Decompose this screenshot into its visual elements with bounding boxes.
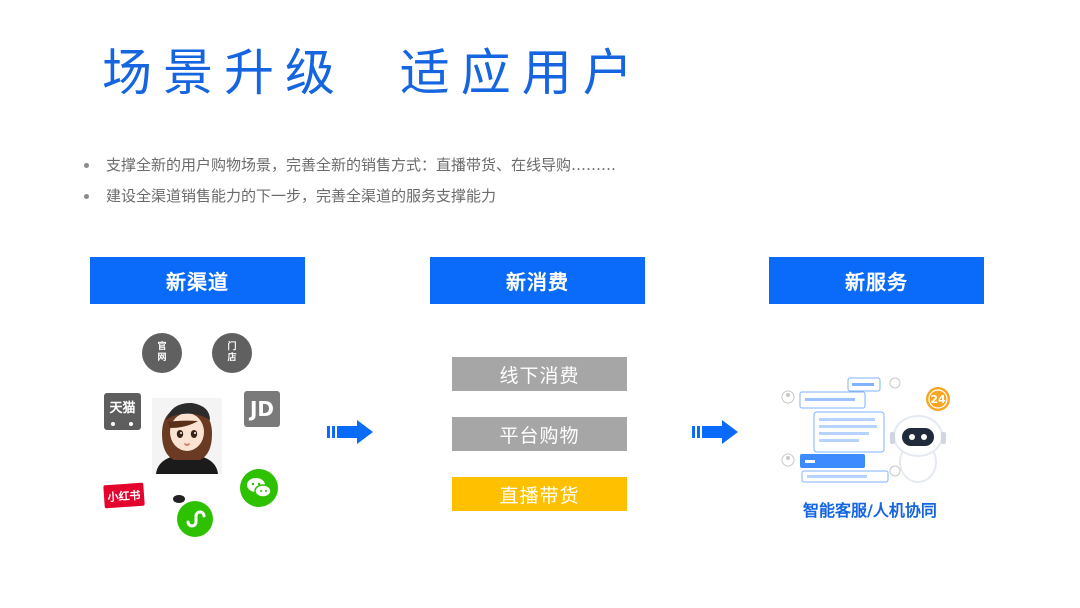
arrow-right-icon bbox=[327, 420, 373, 444]
jd-label: JD bbox=[249, 397, 275, 421]
header-new-service: 新服务 bbox=[769, 257, 984, 304]
header-new-consumption: 新消费 bbox=[430, 257, 645, 304]
official-site-label-1: 官 bbox=[157, 342, 167, 352]
wechat-icon bbox=[240, 469, 278, 507]
ai-service-illustration: 24 bbox=[781, 377, 950, 483]
page-title: 场景升级 适应用户 bbox=[102, 44, 644, 102]
arrow-right-icon bbox=[692, 420, 738, 444]
store-icon: 门 店 bbox=[212, 333, 252, 373]
mini-program-ear-icon bbox=[173, 495, 185, 503]
bullet-text: 建设全渠道销售能力的下一步，完善全渠道的服务支撑能力 bbox=[106, 187, 497, 205]
xiaohongshu-label: 小红书 bbox=[107, 488, 141, 504]
bullet-text: 支撑全新的用户购物场景，完善全新的销售方式：直播带货、在线导购……… bbox=[106, 156, 617, 174]
store-label-1: 门 bbox=[227, 342, 237, 352]
official-site-label-2: 网 bbox=[157, 353, 167, 363]
consumption-item-offline: 线下消费 bbox=[452, 357, 627, 391]
bullet-item: 建设全渠道销售能力的下一步，完善全渠道的服务支撑能力 bbox=[84, 181, 616, 212]
bullet-item: 支撑全新的用户购物场景，完善全新的销售方式：直播带货、在线导购……… bbox=[84, 150, 616, 181]
service-caption: 智能客服/人机协同 bbox=[803, 501, 937, 520]
consumption-item-livestream: 直播带货 bbox=[452, 477, 627, 511]
xiaohongshu-icon: 小红书 bbox=[103, 482, 145, 509]
jd-icon: JD bbox=[244, 391, 280, 427]
tmall-icon: 天猫 bbox=[104, 393, 141, 430]
mini-program-icon bbox=[177, 501, 213, 537]
tmall-label: 天猫 bbox=[109, 401, 136, 416]
avatar-icon bbox=[152, 398, 222, 474]
tmall-eyes-icon bbox=[107, 422, 138, 426]
bullet-list: 支撑全新的用户购物场景，完善全新的销售方式：直播带货、在线导购……… 建设全渠道… bbox=[84, 150, 616, 212]
store-label-2: 店 bbox=[227, 353, 237, 363]
official-site-icon: 官 网 bbox=[142, 333, 182, 373]
bullet-dot-icon bbox=[84, 194, 89, 199]
consumption-item-platform: 平台购物 bbox=[452, 417, 627, 451]
header-new-channel: 新渠道 bbox=[90, 257, 305, 304]
bullet-dot-icon bbox=[84, 163, 89, 168]
24h-badge: 24 bbox=[930, 393, 946, 406]
